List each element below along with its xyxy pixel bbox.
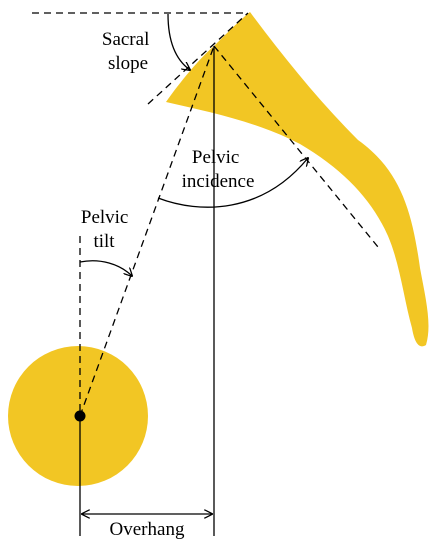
pelvic-incidence-label: Pelvic incidence (182, 147, 255, 192)
sacral-slope-label: Sacral slope (102, 29, 154, 74)
hip-axis-to-endplate-line (79, 45, 215, 417)
sacral-slope-arc (167, 13, 190, 70)
pelvic-tilt-arc (79, 260, 132, 276)
pelvic-incidence-arc (157, 158, 308, 208)
overhang-label: Overhang (110, 519, 185, 540)
sacrum-shape (166, 12, 429, 347)
pelvic-tilt-label: Pelvic tilt (81, 207, 133, 252)
hip-axis-point (74, 410, 86, 422)
sacral-endplate-line (147, 12, 249, 105)
endplate-perpendicular-line (213, 45, 379, 248)
